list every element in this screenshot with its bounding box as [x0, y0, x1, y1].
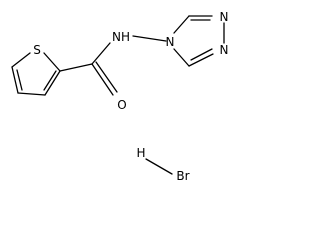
bond-h-br: [145, 158, 173, 175]
amide-group: [59, 35, 167, 96]
bromine-label: Br: [176, 169, 189, 183]
bond-c5-c4: [11, 66, 19, 94]
thiophene-ring: [11, 52, 61, 96]
sulfur-label: S: [33, 43, 41, 57]
triazole-n1-label: N: [220, 10, 229, 24]
triazole-ring: [173, 15, 225, 67]
bond-carbonyl-oxygen: [91, 63, 114, 96]
bond-c4-c3: [17, 92, 46, 96]
bond-n4-c5: [173, 15, 190, 34]
bond-carbonyl-nh: [91, 42, 111, 65]
bond-carbonyl-oxygen-second: [95, 61, 118, 93]
bond-c2-carbonyl: [59, 63, 93, 72]
chemical-structure-diagram: S NH O N N N H Br: [11, 10, 229, 183]
carbonyl-oxygen-label: O: [117, 98, 126, 112]
bond-c3-c2-inner: [43, 70, 57, 91]
bond-c5-c4-inner: [16, 69, 23, 91]
amide-nh-label: NH: [112, 30, 130, 44]
bond-c3-n4: [173, 48, 190, 67]
bond-c2-s: [43, 52, 61, 72]
triazole-n4-label: N: [166, 35, 175, 49]
triazole-n2-label: N: [220, 43, 229, 57]
bond-s-c5: [11, 52, 31, 68]
bond-c3-c2: [44, 70, 61, 96]
bond-nh-n4: [132, 35, 167, 42]
bond-n2-c3-inner: [190, 48, 213, 61]
hydrogen-label: H: [136, 146, 145, 160]
bond-n2-c3: [188, 53, 214, 67]
